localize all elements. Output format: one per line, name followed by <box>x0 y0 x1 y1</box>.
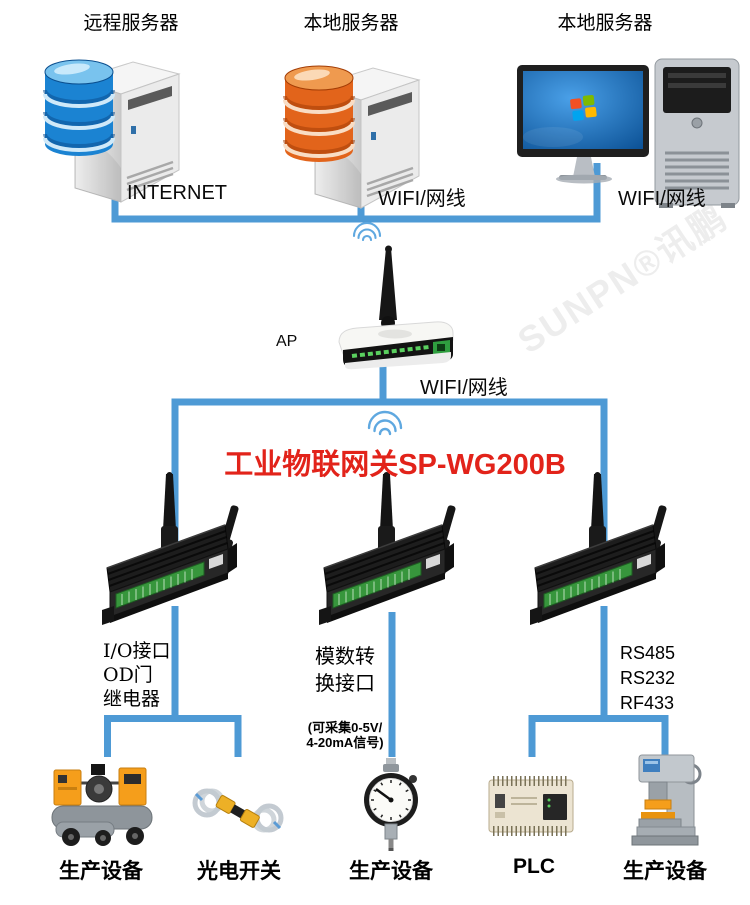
gateway-title: 工业物联网关SP-WG200B <box>224 449 566 481</box>
gateway2-interface-label: 模数转 换接口 <box>315 644 375 695</box>
air-compressor-icon <box>51 764 153 846</box>
device-label-production: 生产设备 <box>59 860 143 883</box>
node-label-local-server: 本地服务器 <box>557 13 653 34</box>
photoelectric-switch-icon <box>192 788 284 833</box>
wireless-router-icon <box>338 245 454 370</box>
gateway1-interface-label: I/O接口 OD门 继电器 <box>103 640 171 710</box>
device-label-production: 生产设备 <box>623 860 707 883</box>
link-label-wifi: WIFI/网线 <box>420 377 508 399</box>
link-label-internet: INTERNET <box>127 182 227 204</box>
router-antenna <box>379 248 397 320</box>
iot-gateway-icon <box>318 471 462 626</box>
dial-gauge-icon <box>364 758 418 851</box>
iot-gateway-icon <box>101 471 245 626</box>
wifi-signal-icon <box>352 221 382 241</box>
iot-gateway-icon <box>529 471 673 626</box>
device-label-plc: PLC <box>513 855 555 878</box>
node-label-remote-server: 远程服务器 <box>83 13 179 34</box>
device-label-photoswitch: 光电开关 <box>197 860 281 883</box>
link-label-wifi: WIFI/网线 <box>378 188 466 210</box>
ap-label: AP <box>276 333 298 350</box>
device-label-production: 生产设备 <box>349 860 433 883</box>
gateway3-interface-label: RS485 RS232 RF433 <box>620 643 676 713</box>
desktop-computer-icon <box>517 58 740 208</box>
gateway2-signal-note: (可采集0-5V/ 4-20mA信号) <box>306 720 384 750</box>
plc-icon <box>488 776 574 836</box>
punch-press-icon <box>631 754 702 846</box>
wifi-signal-icon <box>367 410 403 436</box>
windows-logo-icon <box>570 95 597 121</box>
link-label-wifi: WIFI/网线 <box>618 188 706 210</box>
node-label-local-server: 本地服务器 <box>303 13 399 34</box>
